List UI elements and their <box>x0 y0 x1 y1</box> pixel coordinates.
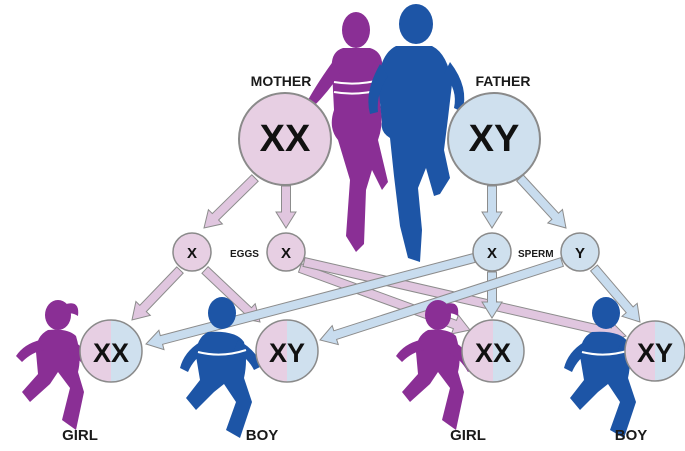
child-2-label: BOY <box>246 427 279 444</box>
father-chromosomes: XY <box>469 118 520 160</box>
father-figure <box>368 4 465 262</box>
sperm-2-circle <box>560 232 600 272</box>
girl-2-figure <box>396 300 476 430</box>
child-4-chromosome-circle <box>624 320 685 382</box>
child-3-label: GIRL <box>450 427 486 444</box>
mother-label: MOTHER <box>251 73 312 89</box>
arrow-father-to-sperm2 <box>515 174 567 229</box>
child-2-chromosomes: XY <box>269 338 305 368</box>
mother-chromosome-circle <box>238 92 332 186</box>
mother-chromosomes: XX <box>260 118 311 160</box>
child-4-label: BOY <box>615 427 648 444</box>
sperm-1-circle <box>472 232 512 272</box>
eggs-label: EGGS <box>230 249 259 260</box>
sperm-2-label: Y <box>575 245 585 262</box>
arrow-mother-to-egg2 <box>275 185 297 229</box>
father-label: FATHER <box>476 73 531 89</box>
child-3-chromosome-circle <box>461 319 525 383</box>
boy-1-figure <box>180 297 262 438</box>
child-1-label: GIRL <box>62 427 98 444</box>
sperm-1-label: X <box>487 245 497 262</box>
arrow-father-to-sperm1 <box>481 185 503 229</box>
arrow-egg1-to-child1 <box>131 266 184 321</box>
child-2-chromosome-circle <box>255 319 319 383</box>
egg-2-circle <box>266 232 306 272</box>
egg-1-label: X <box>187 245 197 262</box>
child-1-chromosomes: XX <box>93 338 129 368</box>
egg-2-label: X <box>281 245 291 262</box>
sperm-label: SPERM <box>518 249 554 260</box>
arrow-sperm2-to-child4 <box>589 264 641 323</box>
child-4-chromosomes: XY <box>637 338 673 368</box>
boy-1-shirt-stripe <box>197 349 247 356</box>
child-3-chromosomes: XX <box>475 338 511 368</box>
egg-1-circle <box>172 232 212 272</box>
arrow-mother-to-egg1 <box>203 174 259 229</box>
arrow-sperm1-to-child3 <box>481 271 503 319</box>
father-chromosome-circle <box>447 92 541 186</box>
child-1-chromosome-circle <box>79 319 143 383</box>
